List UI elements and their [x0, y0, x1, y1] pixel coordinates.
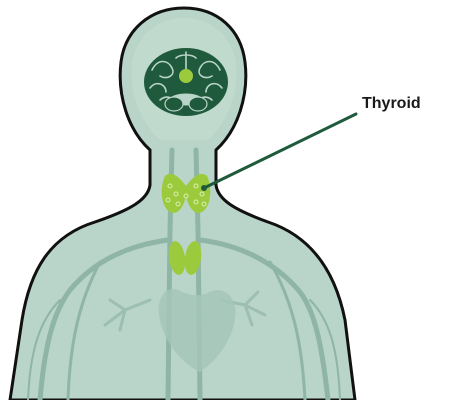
brain	[144, 48, 228, 116]
thyroid-label: Thyroid	[362, 95, 421, 113]
